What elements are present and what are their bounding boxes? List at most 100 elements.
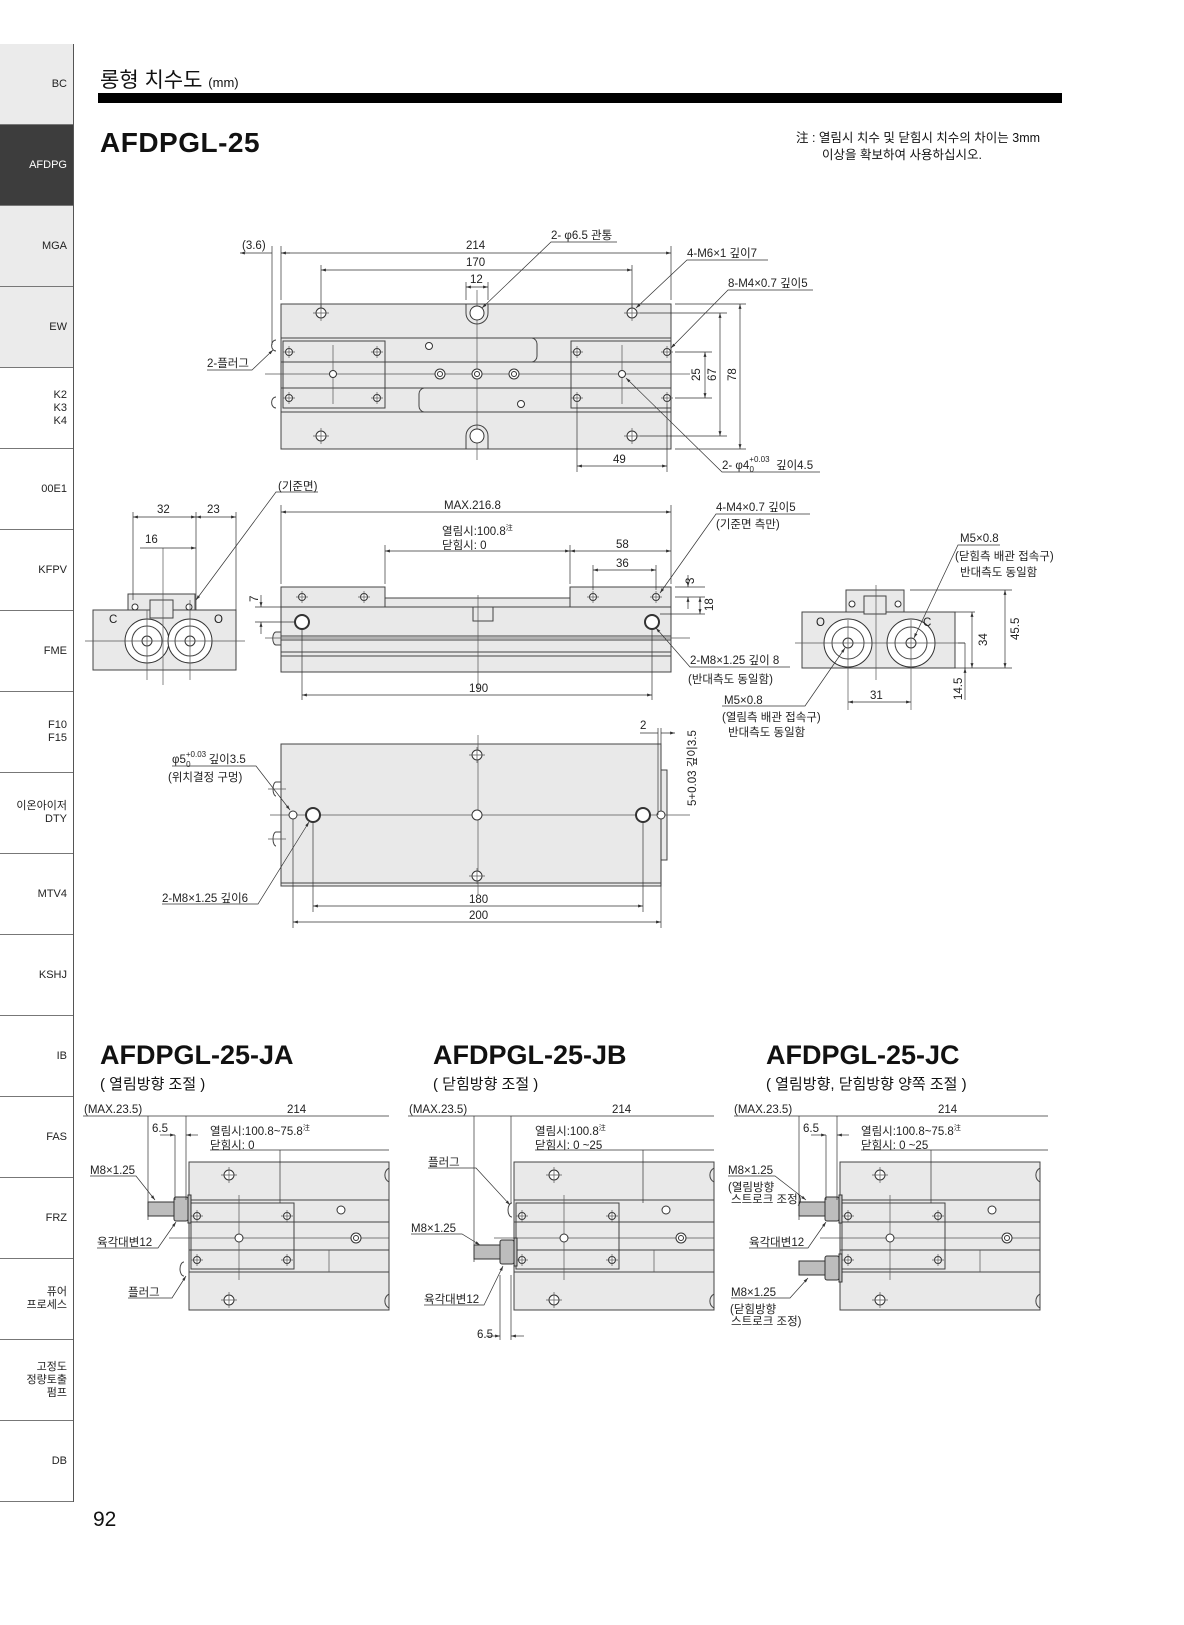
title-divider: [98, 93, 1062, 103]
side-view-drawing: MAX.216.8 열림시:100.8注 닫힘시: 0 58 36 190 7 …: [249, 500, 821, 739]
dim-190: 190: [469, 683, 488, 695]
open-port-mark: O: [214, 614, 223, 626]
variant-ja-desc: ( 열림방향 조절 ): [100, 1076, 206, 1093]
variant-jc-drawing: (MAX.23.5) 214 6.5 열림시:100.8~75.8注 닫힘시: …: [728, 1104, 1048, 1328]
jc-bolt-label: M8×1.25: [728, 1165, 773, 1177]
jb-hex-label: 육각대변12: [424, 1293, 479, 1306]
jb-dim-6-5: 6.5: [477, 1329, 493, 1341]
label-m4-ref: 4-M4×0.7 깊이5: [716, 501, 796, 514]
jb-stroke-close: 닫힘시: 0 ~25: [535, 1139, 602, 1152]
jc-bolt-note-2: 스트로크 조정): [731, 1193, 802, 1206]
label-m5-open-note: (열림측 배관 접속구): [722, 711, 821, 724]
close-port-mark: C: [109, 614, 117, 626]
page-number: 92: [93, 1508, 117, 1531]
jc-bolt2-note-2: 스트로크 조정): [731, 1315, 802, 1328]
jc-stroke-open: 열림시:100.8~75.8注: [861, 1123, 961, 1138]
jc-bolt-note-1: (열림방향: [728, 1181, 775, 1194]
sidebar-item-ew[interactable]: EW: [0, 287, 73, 368]
ja-plug-label: 플러그: [128, 1286, 160, 1299]
section-title-text: 롱형 치수도: [100, 69, 203, 92]
jb-max: (MAX.23.5): [409, 1104, 467, 1116]
sidebar-item-bc[interactable]: BC: [0, 44, 73, 125]
label-m8-depth6: 2-M8×1.25 깊이6: [162, 892, 248, 905]
dim-180: 180: [469, 894, 488, 906]
open-port-mark: O: [816, 617, 825, 629]
note-line-2: 이상을 확보하여 사용하십시오.: [822, 148, 982, 162]
dimension-note: 注 : 열림시 치수 및 닫힘시 치수의 차이는 3mm 이상을 확보하여 사용…: [796, 130, 1040, 164]
label-m5-close: M5×0.8: [960, 533, 999, 545]
sidebar-item-frz[interactable]: FRZ: [0, 1178, 73, 1259]
sidebar-item-fas[interactable]: FAS: [0, 1097, 73, 1178]
model-title: AFDPGL-25: [100, 127, 261, 158]
ja-stroke-open: 열림시:100.8~75.8注: [210, 1123, 310, 1138]
stroke-open: 열림시:100.8注: [442, 523, 513, 538]
unit-label: (mm): [208, 75, 239, 90]
dim-45-5: 45.5: [1010, 618, 1022, 640]
dim-16: 16: [145, 534, 158, 546]
close-port-mark: C: [923, 617, 931, 629]
dim-78: 78: [727, 368, 739, 381]
dim-200: 200: [469, 910, 488, 922]
dim-58: 58: [616, 539, 629, 551]
variant-ja-title: AFDPGL-25-JA: [100, 1040, 294, 1070]
variant-jc-title: AFDPGL-25-JC: [766, 1040, 960, 1070]
sidebar-item-db[interactable]: DB: [0, 1421, 73, 1502]
label-m6: 4-M6×1 깊이7: [687, 247, 757, 260]
dim-18: 18: [704, 598, 716, 611]
label-m4: 8-M4×0.7 깊이5: [728, 277, 808, 290]
label-side-pin: 5+0.03 깊이3.5: [686, 730, 699, 806]
label-m8-depth8: 2-M8×1.25 깊이 8: [690, 654, 779, 667]
label-positioning-note: (위치결정 구멍): [168, 771, 243, 784]
sidebar-item-kshj[interactable]: KSHJ: [0, 935, 73, 1016]
sidebar-item-k2-k3-k4[interactable]: K2 K3 K4: [0, 368, 73, 449]
jc-max: (MAX.23.5): [734, 1104, 792, 1116]
label-m5-open: M5×0.8: [724, 695, 763, 707]
sidebar-item-kfpv[interactable]: KFPV: [0, 530, 73, 611]
dim-34: 34: [978, 633, 990, 646]
dim-23: 23: [207, 504, 220, 516]
ja-stroke-close: 닫힘시: 0: [210, 1139, 255, 1152]
label-m5-close-note2: 반대측도 동일함: [960, 565, 1038, 579]
label-ref-side-only: (기준면 측만): [716, 518, 780, 531]
note-line-1: 注 : 열림시 치수 및 닫힘시 치수의 차이는 3mm: [796, 131, 1041, 145]
jc-dim-214: 214: [938, 1104, 958, 1116]
sidebar-item-ib[interactable]: IB: [0, 1016, 73, 1097]
label-plug: 2-플러그: [207, 357, 249, 370]
dim-214: 214: [466, 240, 486, 252]
right-end-view-drawing: O C 31 34 45.5 14.5 M5×0.8 (닫힘측 배관 접속구) …: [722, 533, 1054, 710]
dim-25: 25: [691, 368, 703, 381]
sidebar-item-pure-process[interactable]: 퓨어 프로세스: [0, 1259, 73, 1340]
ja-bolt-label: M8×1.25: [90, 1165, 135, 1177]
sidebar-item-precision-pump[interactable]: 고정도 정량토출 펌프: [0, 1340, 73, 1421]
label-m8-note: (반대측도 동일함): [688, 672, 773, 686]
label-m5-open-note2: 반대측도 동일함: [728, 725, 806, 739]
dim-170: 170: [466, 257, 485, 269]
sidebar-item-mga[interactable]: MGA: [0, 206, 73, 287]
variant-jb-title: AFDPGL-25-JB: [433, 1040, 627, 1070]
label-m5-close-note: (닫힘측 배관 접속구): [955, 550, 1054, 563]
sidebar-item-mtv4[interactable]: MTV4: [0, 854, 73, 935]
ja-dim-6-5: 6.5: [152, 1123, 168, 1135]
sidebar-item-afdpg[interactable]: AFDPG: [0, 125, 73, 206]
dim-3: 3: [685, 578, 697, 584]
jb-dim-214: 214: [612, 1104, 632, 1116]
dim-36: 36: [616, 558, 629, 570]
dim-14-5: 14.5: [953, 678, 965, 700]
dim-7: 7: [249, 596, 261, 602]
sidebar-item-f10-f15[interactable]: F10 F15: [0, 692, 73, 773]
stroke-close: 닫힘시: 0: [442, 539, 487, 552]
dim-2: 2: [640, 720, 646, 732]
jc-bolt2-label: M8×1.25: [731, 1287, 776, 1299]
dim-49: 49: [613, 454, 626, 466]
variant-jc-desc: ( 열림방향, 닫힘방향 양쪽 조절 ): [766, 1076, 967, 1093]
ja-hex-label: 육각대변12: [97, 1236, 152, 1249]
sidebar-item-fme[interactable]: FME: [0, 611, 73, 692]
variant-ja-drawing: (MAX.23.5) 214 6.5 열림시:100.8~75.8注 닫힘시: …: [83, 1104, 389, 1310]
jb-bolt-label: M8×1.25: [411, 1223, 456, 1235]
sidebar-item-ionizer-dty[interactable]: 이온아이저 DTY: [0, 773, 73, 854]
sidebar-item-00e1[interactable]: 00E1: [0, 449, 73, 530]
ja-max: (MAX.23.5): [84, 1104, 142, 1116]
